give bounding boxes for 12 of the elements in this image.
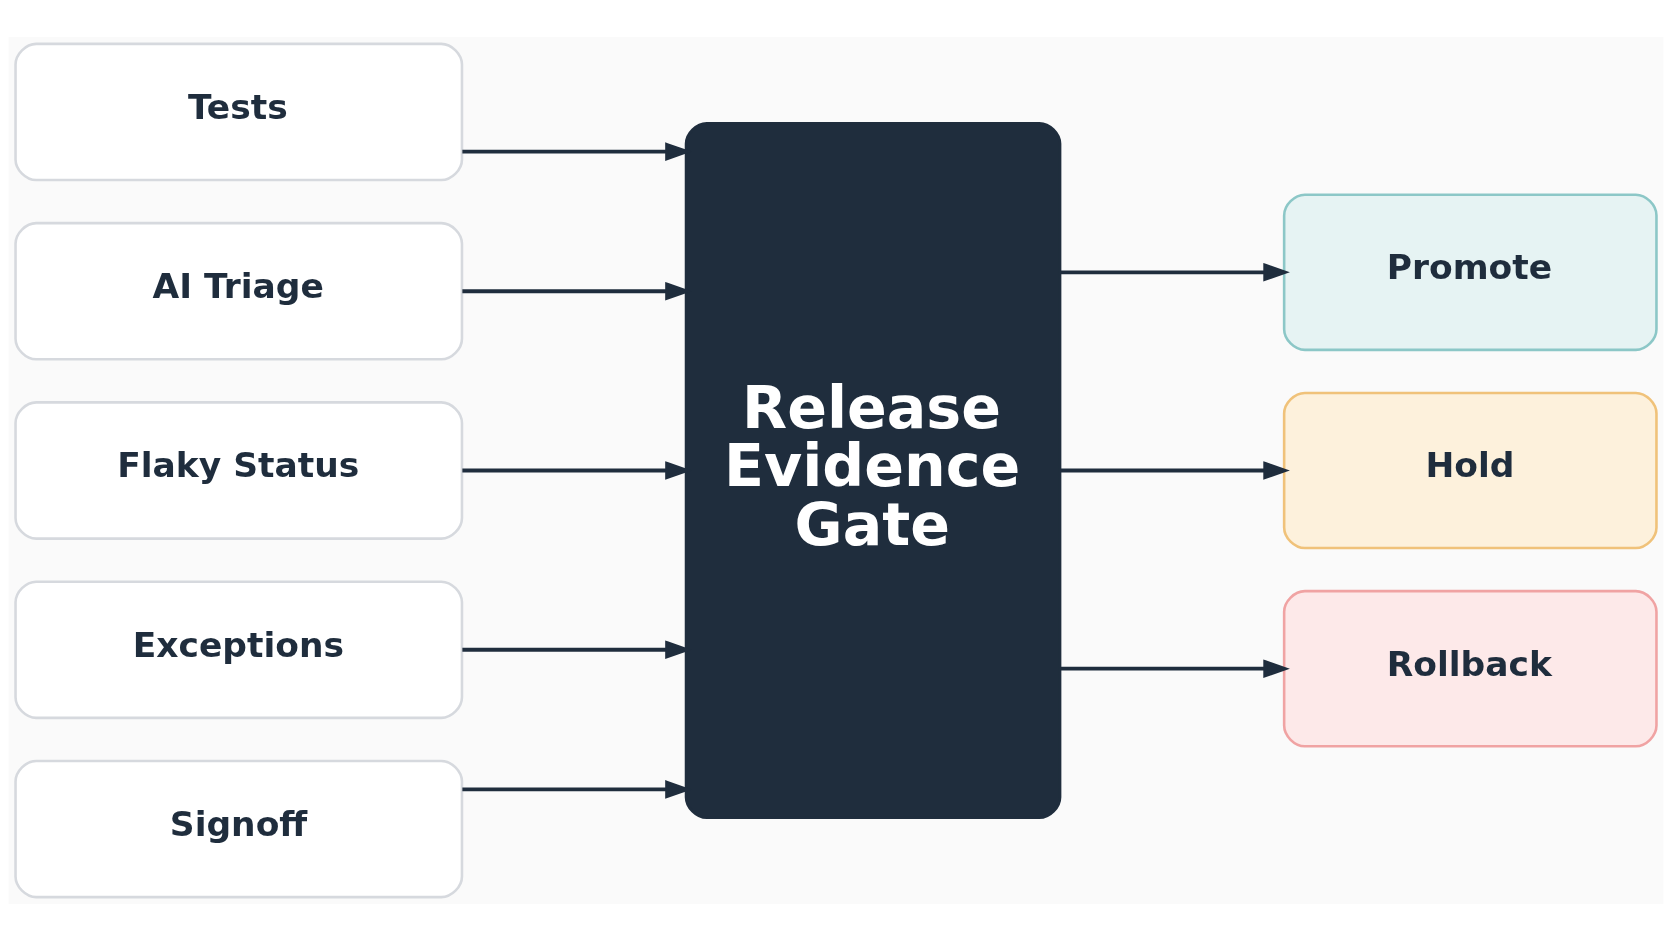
arrow — [1060, 461, 1290, 480]
node-box: Rollback — [1282, 589, 1658, 748]
node-box: Tests — [14, 42, 464, 182]
node-box: Promote — [1282, 193, 1658, 352]
arrow — [1060, 262, 1290, 282]
arrow — [1060, 659, 1290, 679]
node-box: Exceptions — [14, 580, 464, 720]
node-box: AI Triage — [14, 221, 464, 361]
node-box: Signoff — [14, 759, 464, 899]
node-box: Release Evidence Gate — [684, 121, 1062, 820]
node-box: Flaky Status — [14, 401, 464, 540]
node-box: Hold — [1282, 391, 1658, 550]
